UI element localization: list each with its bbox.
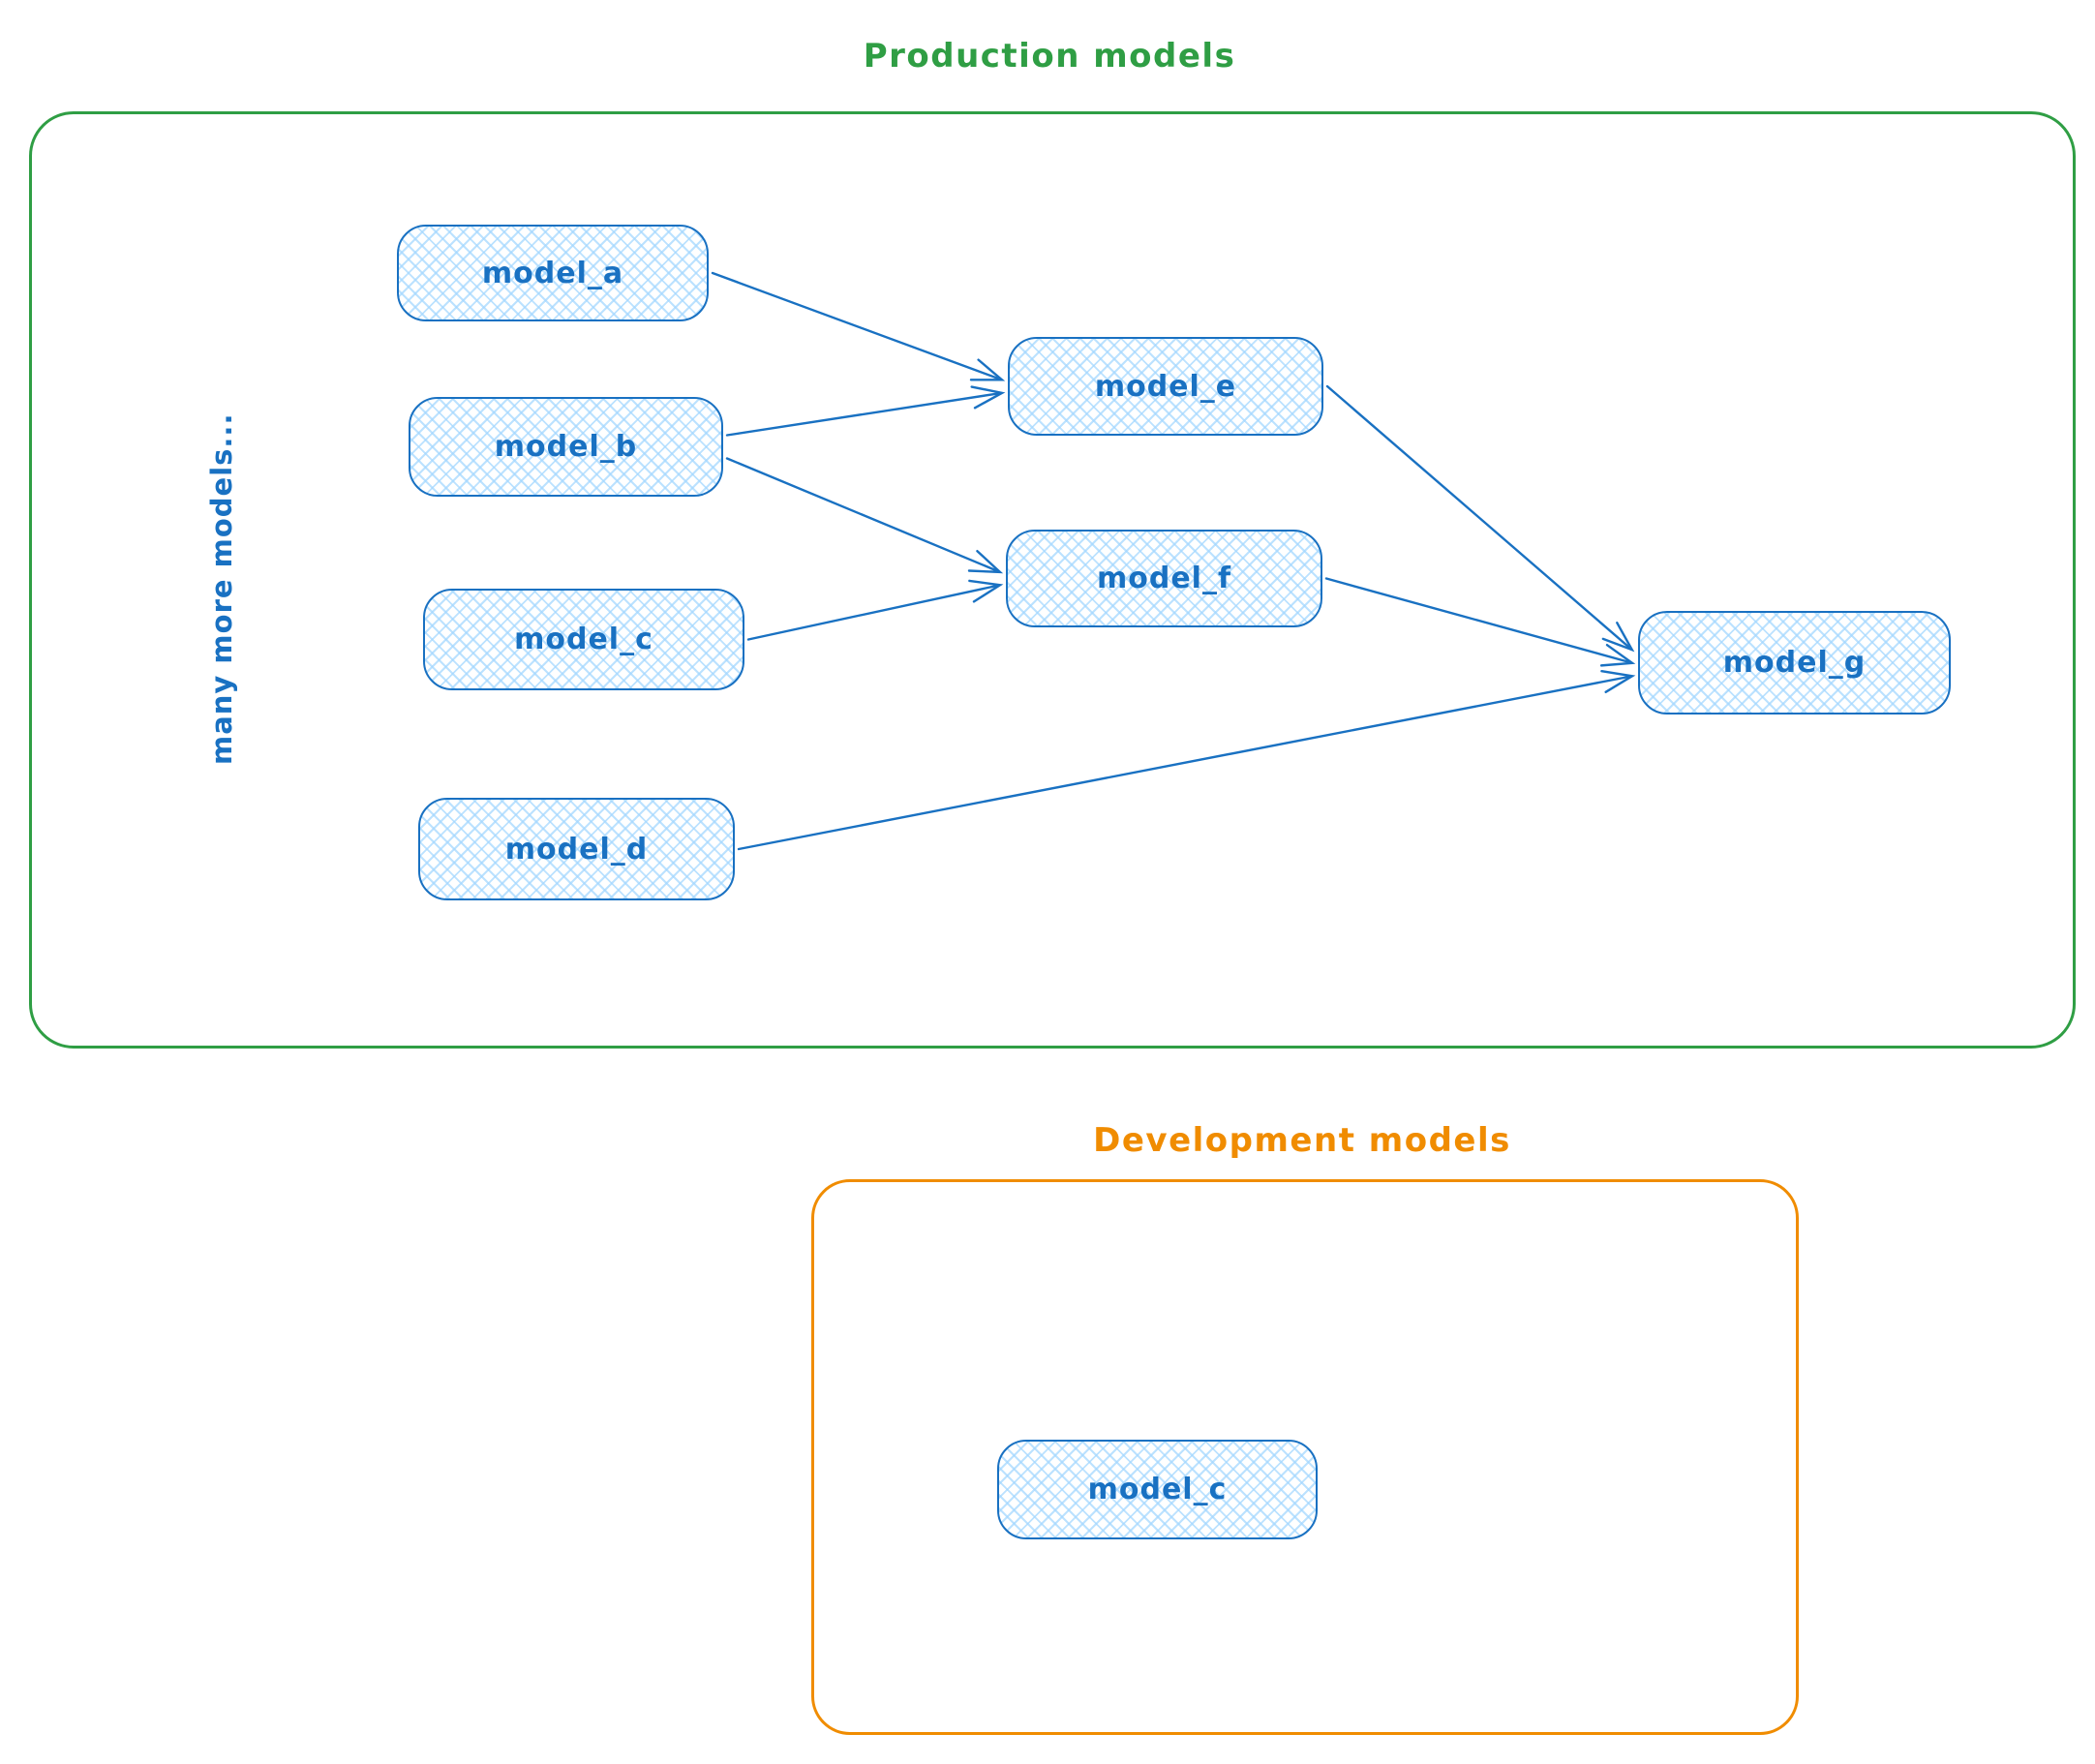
node-label: model_f [1096,562,1232,595]
node-label: model_e [1094,369,1237,404]
node-model_c: model_c [423,589,744,690]
many-more-models-note: many more models... [205,412,238,765]
node-label: model_d [504,832,649,867]
node-model_d: model_d [418,798,735,900]
node-label: model_g [1722,646,1867,680]
development-group [811,1179,1799,1735]
node-model_a: model_a [397,225,709,321]
production-title: Production models [863,37,1236,76]
node-model_g: model_g [1638,611,1951,715]
node-model_b: model_b [409,397,723,497]
node-label: model_c [1087,1473,1228,1506]
node-model_c_dev: model_c [997,1440,1318,1539]
node-label: model_c [514,623,653,656]
node-label: model_b [494,430,638,464]
development-title: Development models [1093,1121,1511,1160]
production-group [29,111,2076,1049]
node-model_e: model_e [1008,337,1323,436]
node-label: model_a [481,256,624,290]
node-model_f: model_f [1006,530,1322,627]
